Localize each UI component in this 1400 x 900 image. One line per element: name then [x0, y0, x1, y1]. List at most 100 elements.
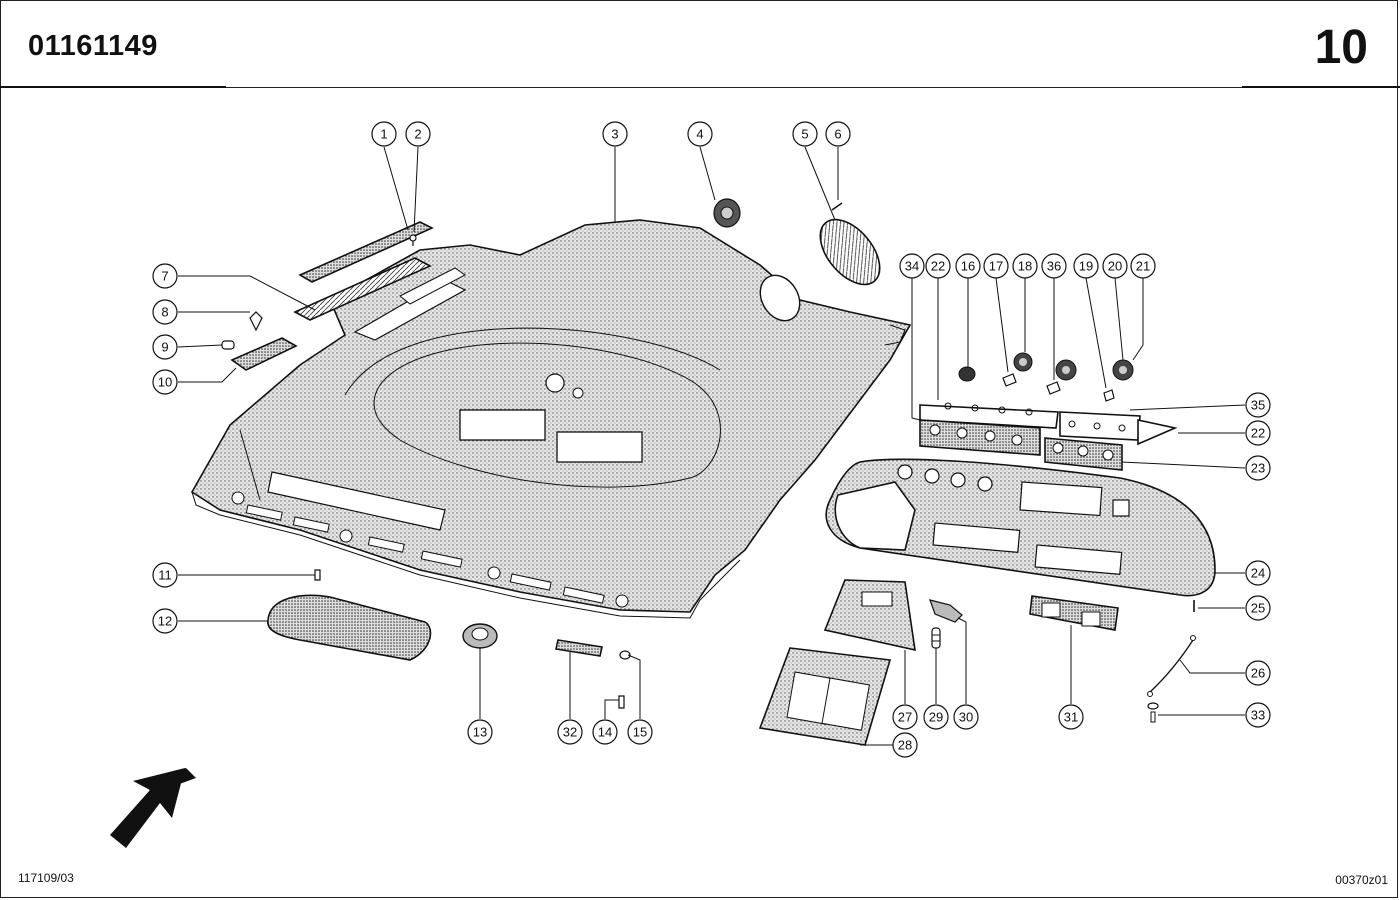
callout-5: 5 — [792, 121, 818, 147]
callout-30: 30 — [953, 704, 979, 730]
courtesy-lamp — [230, 337, 298, 371]
switch-30 — [929, 599, 963, 623]
sun-visor — [267, 594, 432, 661]
svg-text:9: 9 — [161, 340, 168, 355]
callout-11: 11 — [152, 562, 178, 588]
header-divider — [0, 87, 1398, 88]
roof-console — [825, 458, 1216, 597]
callout-36: 36 — [1041, 253, 1067, 279]
svg-text:23: 23 — [1251, 461, 1265, 476]
svg-text:19: 19 — [1079, 259, 1093, 274]
callout-21: 21 — [1130, 253, 1156, 279]
svg-text:36: 36 — [1047, 259, 1061, 274]
callout-19: 19 — [1073, 253, 1099, 279]
svg-text:27: 27 — [898, 710, 912, 725]
svg-text:24: 24 — [1251, 566, 1265, 581]
trim-panel-35 — [1059, 411, 1178, 446]
svg-text:22: 22 — [931, 259, 945, 274]
trim-panel-34 — [919, 402, 1059, 429]
svg-text:25: 25 — [1251, 601, 1265, 616]
callout-4: 4 — [687, 121, 713, 147]
callout-28: 28 — [892, 732, 918, 758]
header-underline-right — [1242, 86, 1400, 88]
footer-right-code: 00370z01 — [1335, 873, 1388, 887]
callout-33: 33 — [1245, 702, 1271, 728]
svg-text:29: 29 — [929, 710, 943, 725]
callout-22-top: 22 — [925, 253, 951, 279]
plug-9 — [221, 340, 235, 350]
svg-text:30: 30 — [959, 710, 973, 725]
svg-text:8: 8 — [161, 305, 168, 320]
callout-29: 29 — [923, 704, 949, 730]
callout-7: 7 — [152, 263, 178, 289]
callout-10: 10 — [152, 369, 178, 395]
grommet-4 — [713, 198, 741, 228]
svg-text:5: 5 — [801, 127, 808, 142]
svg-text:28: 28 — [898, 738, 912, 753]
callout-1: 1 — [371, 121, 397, 147]
callout-31: 31 — [1058, 704, 1084, 730]
grommet-13 — [462, 623, 498, 649]
svg-text:34: 34 — [905, 259, 919, 274]
svg-text:3: 3 — [611, 127, 618, 142]
svg-text:22: 22 — [1251, 426, 1265, 441]
callout-14: 14 — [592, 719, 618, 745]
svg-text:21: 21 — [1136, 259, 1150, 274]
trim-32 — [555, 639, 603, 657]
callout-32: 32 — [557, 719, 583, 745]
svg-text:14: 14 — [598, 725, 612, 740]
callout-22: 22 — [1245, 420, 1271, 446]
callout-34: 34 — [899, 253, 925, 279]
headliner-panel — [190, 219, 912, 619]
callout-27: 27 — [892, 704, 918, 730]
svg-text:6: 6 — [834, 127, 841, 142]
callout-26: 26 — [1245, 660, 1271, 686]
callout-20: 20 — [1102, 253, 1128, 279]
small-switches — [958, 344, 1144, 402]
callout-3: 3 — [602, 121, 628, 147]
callout-24: 24 — [1245, 560, 1271, 586]
leader-lines — [177, 146, 1246, 746]
svg-text:7: 7 — [161, 269, 168, 284]
svg-text:18: 18 — [1018, 259, 1032, 274]
switch-panel-23 — [919, 419, 1123, 471]
svg-text:26: 26 — [1251, 666, 1265, 681]
screw-2 — [409, 234, 417, 246]
svg-text:12: 12 — [158, 614, 172, 629]
wire-26 — [1147, 635, 1196, 697]
svg-text:32: 32 — [563, 725, 577, 740]
callout-17: 17 — [983, 253, 1009, 279]
callout-8: 8 — [152, 299, 178, 325]
clip-15 — [619, 650, 631, 660]
part-number: 01161149 — [28, 30, 158, 62]
svg-text:1: 1 — [380, 127, 387, 142]
lamp-lens-27 — [823, 579, 916, 652]
svg-text:33: 33 — [1251, 708, 1265, 723]
vent-frame — [293, 257, 432, 321]
svg-text:13: 13 — [473, 725, 487, 740]
screw-11 — [314, 569, 321, 581]
speaker-grille — [819, 218, 881, 286]
svg-text:15: 15 — [633, 725, 647, 740]
bulb-29 — [931, 627, 941, 649]
svg-text:35: 35 — [1251, 398, 1265, 413]
svg-text:17: 17 — [989, 259, 1003, 274]
callout-25: 25 — [1245, 595, 1271, 621]
page-number: 10 — [1314, 21, 1368, 74]
callout-13: 13 — [467, 719, 493, 745]
svg-text:20: 20 — [1108, 259, 1122, 274]
svg-text:10: 10 — [158, 375, 172, 390]
svg-text:2: 2 — [414, 127, 421, 142]
callout-6: 6 — [825, 121, 851, 147]
svg-text:11: 11 — [158, 568, 172, 583]
svg-text:31: 31 — [1064, 710, 1078, 725]
bracket-31 — [1029, 595, 1119, 631]
washer-33 — [1147, 702, 1159, 723]
screw-6 — [831, 202, 843, 211]
callout-2: 2 — [405, 121, 431, 147]
clip-8 — [249, 311, 263, 332]
callout-15: 15 — [627, 719, 653, 745]
svg-text:16: 16 — [961, 259, 975, 274]
callout-16: 16 — [955, 253, 981, 279]
